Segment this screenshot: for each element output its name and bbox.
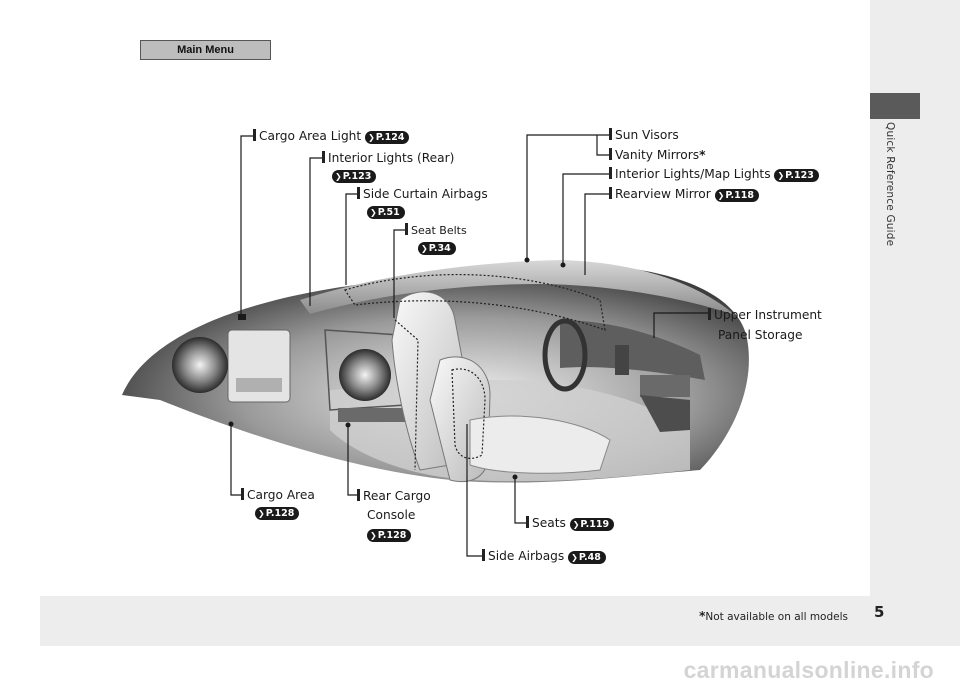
page-number: 5: [874, 603, 885, 621]
label-interior-lights-rear: Interior Lights (Rear) ❯P.123: [322, 150, 454, 184]
label-text: Side Airbags: [488, 549, 565, 563]
page-ref-link[interactable]: ❯P.128: [255, 507, 300, 520]
dashboard-drawing: [542, 318, 705, 432]
arrow-icon: ❯: [571, 553, 578, 562]
label-text: Cargo Area Light: [259, 129, 362, 143]
label-text: Interior Lights/Map Lights: [615, 167, 771, 181]
label-marker: [241, 488, 244, 500]
page-ref: P.128: [265, 508, 295, 519]
label-marker: [609, 148, 612, 160]
label-side-airbags: Side Airbags ❯P.48: [482, 548, 606, 565]
label-text: Seats: [532, 516, 566, 530]
arrow-icon: ❯: [370, 208, 377, 217]
label-upper-instrument-panel-storage: Upper Instrument Panel Storage: [708, 305, 822, 345]
label-marker: [609, 187, 612, 199]
label-marker: [357, 489, 360, 501]
airbag-outlines: [344, 273, 606, 471]
arrow-icon: ❯: [717, 191, 725, 200]
footer-band: [40, 596, 870, 646]
label-marker: [357, 187, 360, 199]
label-text: Cargo Area: [247, 488, 315, 502]
page-ref-link[interactable]: ❯P.119: [569, 518, 615, 531]
label-text: Vanity Mirrors: [615, 148, 700, 162]
arrow-icon: ❯: [421, 244, 428, 253]
arrow-icon: ❯: [572, 520, 580, 529]
label-text-line2: Panel Storage: [718, 328, 803, 342]
arrow-icon: ❯: [335, 172, 342, 181]
leader-lines: [228, 134, 708, 557]
label-marker: [526, 516, 529, 528]
footnote-mark: *: [699, 609, 706, 623]
page-ref: P.34: [428, 243, 451, 254]
page-ref-link[interactable]: ❯P.123: [332, 170, 377, 183]
label-text: Interior Lights (Rear): [328, 151, 455, 165]
main-menu-button[interactable]: Main Menu: [140, 40, 271, 60]
label-seats: Seats ❯P.119: [526, 515, 615, 532]
page-ref-link[interactable]: ❯P.124: [365, 131, 410, 144]
label-marker: [482, 549, 485, 561]
label-text: Rearview Mirror: [615, 187, 711, 201]
page-ref-link[interactable]: ❯P.123: [774, 169, 819, 182]
arrow-icon: ❯: [370, 531, 377, 540]
watermark: carmanualsonline.info: [683, 657, 934, 683]
section-tab-label: Quick Reference Guide: [884, 122, 896, 247]
label-vanity-mirrors: Vanity Mirrors*: [609, 147, 705, 164]
label-sun-visors: Sun Visors: [609, 127, 679, 144]
section-tab[interactable]: [870, 93, 920, 119]
label-marker: [322, 151, 325, 163]
page-ref: P.51: [377, 207, 400, 218]
label-marker: [253, 129, 256, 141]
label-rearview-mirror: Rearview Mirror ❯P.118: [609, 186, 759, 203]
label-marker: [405, 223, 408, 235]
page-ref-link[interactable]: ❯P.51: [367, 206, 405, 219]
page-ref: P.123: [785, 170, 814, 181]
page-ref: P.123: [342, 171, 372, 182]
label-interior-map-lights: Interior Lights/Map Lights ❯P.123: [609, 166, 819, 183]
label-text: Seat Belts: [411, 224, 467, 237]
page-ref-link[interactable]: ❯P.34: [418, 242, 456, 255]
label-text-line2: Console: [367, 508, 416, 522]
page-ref-link[interactable]: ❯P.128: [367, 529, 412, 542]
footnote-text: Not available on all models: [705, 611, 848, 623]
label-text: Side Curtain Airbags: [363, 187, 488, 201]
page-ref: P.118: [725, 190, 754, 201]
label-seat-belts: Seat Belts ❯P.34: [405, 222, 467, 256]
footnote: *Not available on all models: [0, 609, 848, 623]
page-ref: P.48: [578, 552, 601, 563]
seats-drawing: [391, 291, 611, 483]
page-ref: P.124: [375, 132, 405, 143]
label-text: Upper Instrument: [714, 308, 822, 322]
label-marker: [708, 308, 711, 320]
page-ref-link[interactable]: ❯P.118: [714, 189, 759, 202]
label-text: Sun Visors: [615, 128, 679, 142]
label-marker: [609, 167, 612, 179]
page-ref: P.128: [377, 530, 407, 541]
label-text: Rear Cargo: [363, 489, 431, 503]
arrow-icon: ❯: [777, 171, 785, 180]
arrow-icon: ❯: [368, 133, 375, 142]
label-cargo-area: Cargo Area ❯P.128: [241, 487, 315, 521]
label-rear-cargo-console: Rear Cargo Console ❯P.128: [357, 487, 431, 544]
arrow-icon: ❯: [258, 509, 265, 518]
label-cargo-area-light: Cargo Area Light ❯P.124: [253, 128, 410, 145]
page-ref-link[interactable]: ❯P.48: [568, 551, 606, 564]
page-ref: P.119: [580, 519, 610, 530]
label-side-curtain-airbags: Side Curtain Airbags ❯P.51: [357, 186, 488, 220]
label-marker: [609, 128, 612, 140]
asterisk-mark: *: [699, 148, 706, 162]
